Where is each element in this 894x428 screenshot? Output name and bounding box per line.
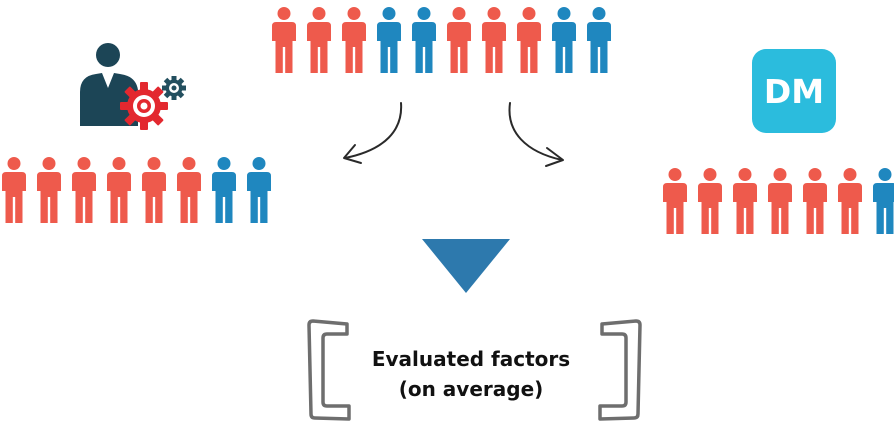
right-bracket-icon <box>598 319 642 421</box>
analyst-with-gears-icon <box>80 43 186 130</box>
curved-arrow-right-icon <box>508 102 564 167</box>
person-icon <box>212 157 236 223</box>
dm-badge-icon: DM <box>752 49 836 133</box>
person-icon <box>447 7 471 73</box>
person-icon <box>663 168 687 234</box>
person-icon <box>733 168 757 234</box>
result-line-2: (on average) <box>398 377 544 401</box>
person-icon <box>803 168 827 234</box>
person-icon <box>377 7 401 73</box>
person-icon <box>412 7 436 73</box>
top-group <box>272 7 611 73</box>
right-group <box>663 168 894 234</box>
result-line-1: Evaluated factors <box>371 347 571 371</box>
person-icon <box>517 7 541 73</box>
person-icon <box>587 7 611 73</box>
person-icon <box>272 7 296 73</box>
person-icon <box>107 157 131 223</box>
left-bracket-icon <box>307 319 351 421</box>
person-icon <box>552 7 576 73</box>
person-icon <box>873 168 894 234</box>
person-icon <box>247 157 271 223</box>
person-icon <box>342 7 366 73</box>
person-icon <box>307 7 331 73</box>
person-icon <box>142 157 166 223</box>
person-icon <box>72 157 96 223</box>
person-icon <box>2 157 26 223</box>
person-icon <box>177 157 201 223</box>
curved-arrow-left-icon <box>343 102 403 164</box>
dm-badge-label: DM <box>763 71 825 111</box>
left-group <box>2 157 271 223</box>
result-caption: Evaluated factors (on average) <box>330 344 612 404</box>
person-icon <box>768 168 792 234</box>
person-icon <box>482 7 506 73</box>
person-icon <box>698 168 722 234</box>
down-triangle-icon <box>422 239 510 293</box>
person-icon <box>838 168 862 234</box>
person-icon <box>37 157 61 223</box>
